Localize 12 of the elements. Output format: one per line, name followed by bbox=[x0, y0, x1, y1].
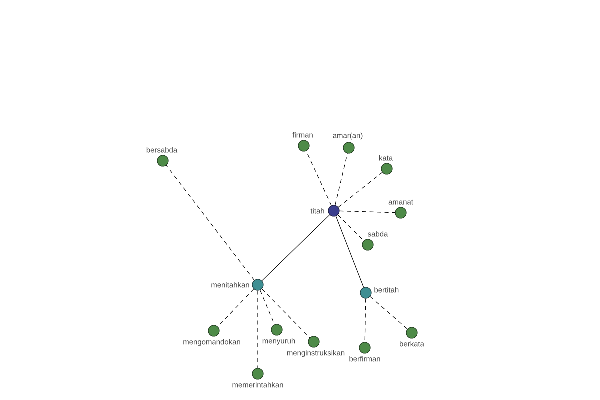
dashed-line bbox=[335, 153, 348, 206]
connector-line bbox=[336, 216, 364, 288]
dashed-line bbox=[364, 298, 366, 342]
dashed-line bbox=[338, 172, 383, 208]
connector-line bbox=[262, 214, 330, 282]
dashed-line bbox=[370, 296, 408, 330]
dashed-line bbox=[340, 210, 396, 214]
dashed-line bbox=[218, 288, 254, 328]
dashed-line bbox=[260, 290, 276, 325]
dashed-line bbox=[166, 165, 255, 281]
dashed-line bbox=[338, 214, 364, 242]
dashed-line bbox=[262, 288, 310, 338]
